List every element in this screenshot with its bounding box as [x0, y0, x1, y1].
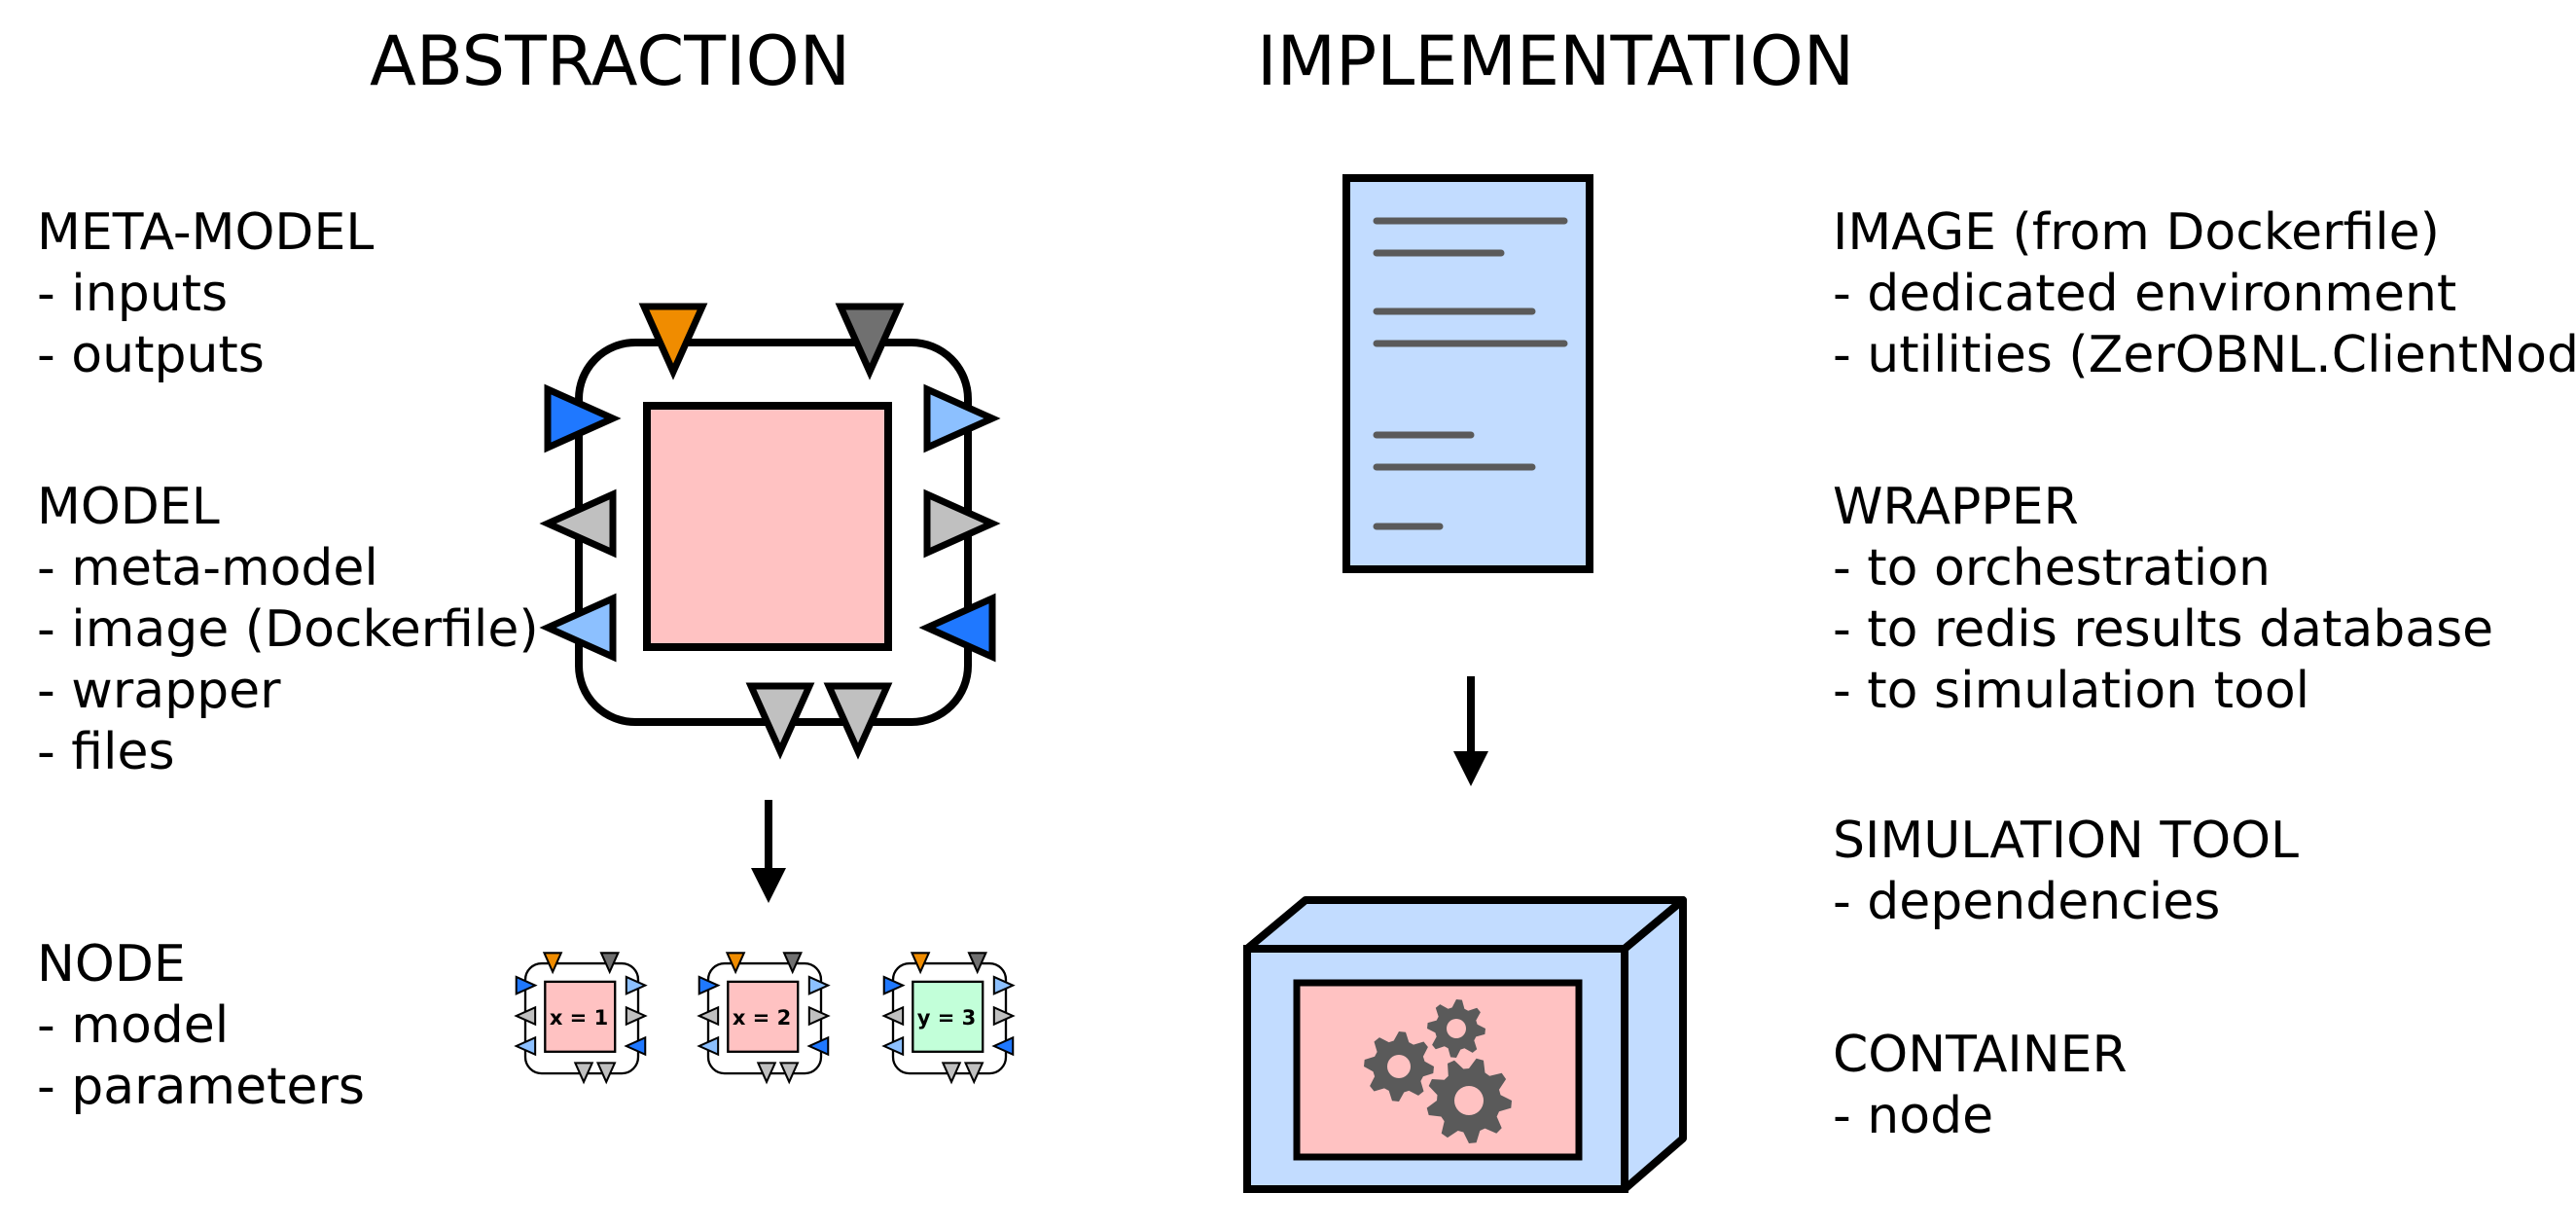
node-1-left-port-lightblue-icon [514, 1035, 537, 1057]
gears-icon [1364, 999, 1512, 1143]
node-2-right-port-blue-icon [806, 1035, 830, 1057]
left-port-lightblue-icon [539, 593, 617, 663]
input-port-orange-icon [638, 303, 708, 380]
node-3-right-port-gray-icon [992, 1005, 1016, 1027]
node-2-left-port-gray-icon [697, 1005, 720, 1027]
simulation-tool-item-dependencies: - dependencies [1833, 873, 2221, 931]
node-1-output-port-gray-1-icon [573, 1062, 594, 1085]
node-3-left-port-blue-icon [882, 975, 906, 995]
node-2-output-port-gray-1-icon [756, 1062, 777, 1085]
node-core-3 [912, 980, 984, 1053]
model-description: MODEL - meta-model - image (Dockerfile) … [37, 477, 539, 783]
node-3-right-port-blue-icon [991, 1035, 1015, 1057]
image-description: IMAGE (from Dockerfile) - dedicated envi… [1833, 202, 2576, 386]
model-item-meta-model: - meta-model [37, 539, 378, 597]
meta-model-item-inputs: - inputs [37, 265, 229, 323]
meta-model-item-outputs: - outputs [37, 326, 265, 384]
node-3-left-port-gray-icon [881, 1005, 905, 1027]
node-2-right-port-lightblue-icon [807, 975, 831, 995]
node-label-1: x = 1 [550, 1006, 608, 1030]
node-1-right-port-blue-icon [624, 1035, 647, 1057]
node-icon-2 [697, 952, 831, 1085]
output-port-gray-2-icon [823, 682, 893, 760]
node-2-input-port-orange-icon [725, 952, 746, 975]
node-label-2: x = 2 [733, 1006, 791, 1030]
simulation-tool-description: SIMULATION TOOL - dependencies [1833, 811, 2299, 933]
image-item-utilities: - utilities (ZerOBNL.ClientNode) [1833, 326, 2576, 384]
arrow-down-right-icon [1453, 676, 1488, 786]
output-port-gray-1-icon [745, 682, 815, 760]
gear-top-icon [1427, 999, 1485, 1058]
node-3-input-port-orange-icon [910, 952, 931, 975]
model-item-image: - image (Dockerfile) [37, 600, 539, 659]
gear-bottom-icon [1426, 1058, 1512, 1143]
node-1-input-port-orange-icon [542, 952, 563, 975]
right-port-gray-icon [923, 488, 1001, 559]
model-item-wrapper: - wrapper [37, 662, 281, 720]
gear-left-icon [1364, 1031, 1434, 1102]
node-3-output-port-gray-1-icon [941, 1062, 962, 1085]
wrapper-item-simulation-tool: - to simulation tool [1833, 662, 2310, 720]
node-3-input-port-gray-icon [967, 952, 987, 975]
meta-model-title: META-MODEL [37, 203, 375, 262]
node-core-2 [727, 980, 800, 1053]
container-box-icon [1243, 896, 1687, 1193]
image-title: IMAGE (from Dockerfile) [1833, 203, 2440, 262]
node-item-model: - model [37, 996, 230, 1055]
node-item-parameters: - parameters [37, 1058, 365, 1116]
node-1-left-port-blue-icon [515, 975, 538, 995]
node-2-left-port-lightblue-icon [697, 1035, 720, 1057]
node-1-output-port-gray-2-icon [595, 1062, 617, 1085]
left-port-blue-icon [544, 383, 622, 453]
node-2-output-port-gray-2-icon [778, 1062, 800, 1085]
node-2-right-port-gray-icon [807, 1005, 831, 1027]
node-title: NODE [37, 935, 186, 994]
right-port-lightblue-icon [923, 383, 1001, 453]
simulation-tool-title: SIMULATION TOOL [1833, 812, 2300, 870]
wrapper-item-orchestration: - to orchestration [1833, 539, 2271, 597]
node-3-right-port-lightblue-icon [992, 975, 1016, 995]
model-item-files: - files [37, 723, 175, 781]
implementation-heading: IMPLEMENTATION [1257, 21, 1855, 101]
node-3-output-port-gray-2-icon [963, 1062, 984, 1085]
meta-model-description: META-MODEL - inputs - outputs [37, 202, 374, 386]
arrow-down-left-icon [751, 800, 786, 903]
node-2-input-port-gray-icon [782, 952, 803, 975]
node-icon-1 [514, 952, 648, 1085]
wrapper-description: WRAPPER - to orchestration - to redis re… [1833, 477, 2493, 722]
model-title: MODEL [37, 478, 220, 536]
container-title: CONTAINER [1833, 1026, 2128, 1084]
container-item-node: - node [1833, 1087, 1994, 1145]
node-3-left-port-lightblue-icon [881, 1035, 905, 1057]
model-core [643, 402, 892, 651]
node-2-left-port-blue-icon [698, 975, 721, 995]
node-core-1 [544, 980, 617, 1053]
model-icon [539, 303, 1001, 760]
node-1-right-port-lightblue-icon [625, 975, 648, 995]
abstraction-heading: ABSTRACTION [370, 21, 851, 101]
image-item-environment: - dedicated environment [1833, 265, 2457, 323]
wrapper-item-redis: - to redis results database [1833, 600, 2494, 659]
node-1-input-port-gray-icon [599, 952, 620, 975]
node-1-left-port-gray-icon [514, 1005, 537, 1027]
input-port-gray-icon [835, 303, 905, 380]
right-port-blue-icon [918, 593, 996, 663]
left-port-gray-icon [539, 488, 617, 559]
node-description: NODE - model - parameters [37, 934, 365, 1118]
node-label-3: y = 3 [917, 1006, 977, 1030]
node-1-right-port-gray-icon [625, 1005, 648, 1027]
node-icon-3 [881, 952, 1016, 1085]
dockerfile-document-icon [1342, 174, 1593, 573]
container-description: CONTAINER - node [1833, 1025, 2128, 1147]
wrapper-title: WRAPPER [1833, 478, 2079, 536]
